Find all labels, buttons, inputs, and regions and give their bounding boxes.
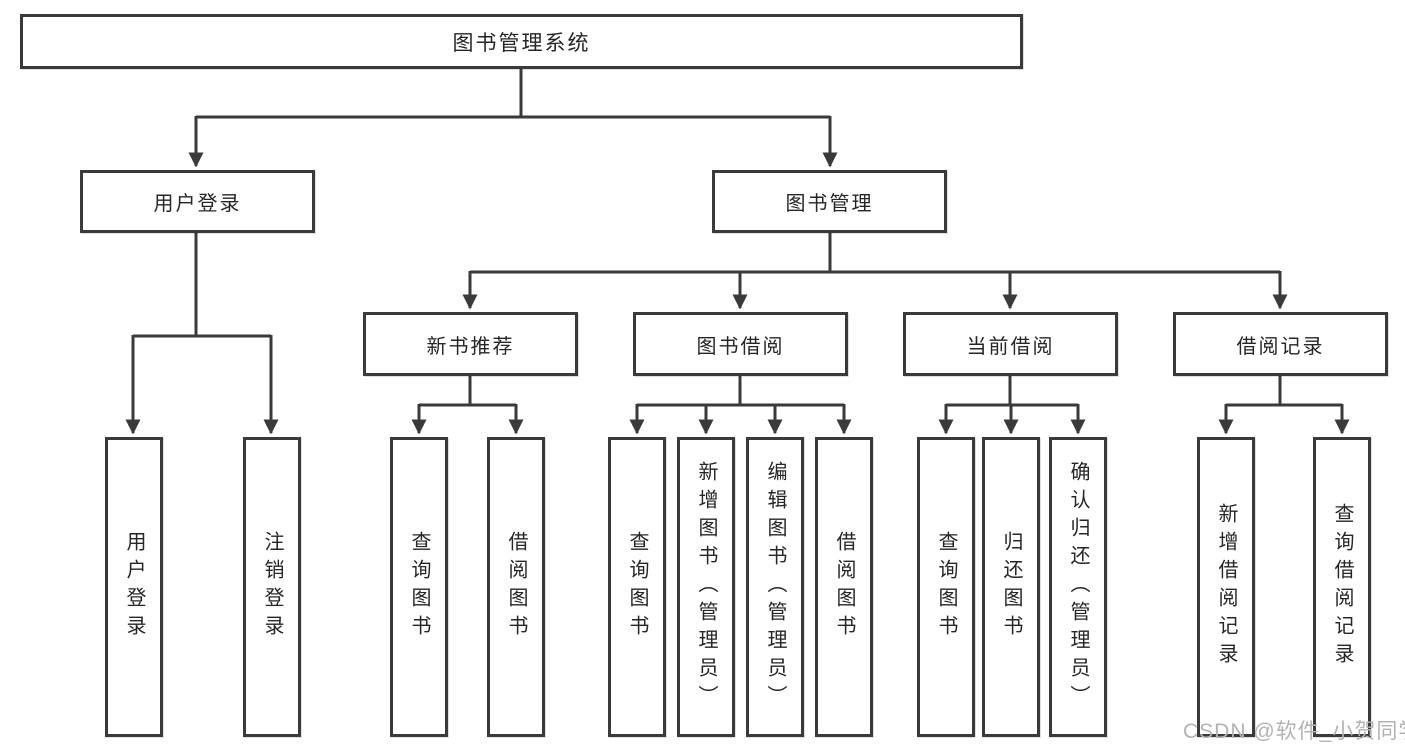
leaf-logout: 注销登录: [243, 437, 301, 737]
node-label: 查询借阅记录: [1331, 503, 1353, 671]
leaf-borrow-books: 借阅图书: [815, 437, 873, 737]
node-borrowing-records: 借阅记录: [1173, 312, 1388, 376]
node-label: 借阅图书: [505, 531, 527, 643]
leaf-query-books-recommend: 查询图书: [390, 437, 448, 737]
node-book-borrowing: 图书借阅: [633, 312, 848, 376]
node-book-management: 图书管理: [712, 170, 947, 233]
node-label: 图书管理系统: [452, 31, 591, 55]
node-label: 新书推荐: [426, 335, 515, 358]
node-label: 当前借阅: [966, 335, 1055, 358]
leaf-return-book: 归还图书: [982, 437, 1040, 737]
leaf-edit-book-admin: 编辑图书（管理员）: [746, 437, 804, 737]
node-library-management-system: 图书管理系统: [20, 14, 1023, 69]
node-label: 图书借阅: [696, 335, 785, 358]
leaf-confirm-return-admin: 确认归还（管理员）: [1049, 437, 1107, 737]
node-label: 确认归还（管理员）: [1067, 461, 1089, 713]
node-label: 注销登录: [261, 531, 283, 643]
leaf-add-borrow-record: 新增借阅记录: [1197, 437, 1255, 737]
node-label: 查询图书: [626, 531, 648, 643]
leaf-query-books-borrow: 查询图书: [608, 437, 666, 737]
node-label: 查询图书: [935, 531, 957, 643]
node-label: 归还图书: [1000, 531, 1022, 643]
node-label: 新增借阅记录: [1215, 503, 1237, 671]
node-label: 新增图书（管理员）: [695, 461, 717, 713]
node-new-book-recommendation: 新书推荐: [363, 312, 578, 376]
leaf-query-books-current: 查询图书: [917, 437, 975, 737]
leaf-query-borrow-record: 查询借阅记录: [1313, 437, 1371, 737]
node-label: 查询图书: [408, 531, 430, 643]
leaf-borrow-books-recommend: 借阅图书: [487, 437, 545, 737]
node-label: 编辑图书（管理员）: [764, 461, 786, 713]
node-label: 用户登录: [123, 531, 145, 643]
node-label: 借阅记录: [1236, 335, 1325, 358]
leaf-add-book-admin: 新增图书（管理员）: [677, 437, 735, 737]
node-label: 图书管理: [785, 193, 874, 215]
leaf-user-login: 用户登录: [105, 437, 163, 737]
csdn-watermark: CSDN @软件_小贺同学: [1183, 720, 1405, 743]
node-current-borrowing: 当前借阅: [903, 312, 1118, 376]
node-user-login: 用户登录: [80, 170, 315, 233]
node-label: 用户登录: [153, 193, 242, 215]
node-label: 借阅图书: [833, 531, 855, 643]
